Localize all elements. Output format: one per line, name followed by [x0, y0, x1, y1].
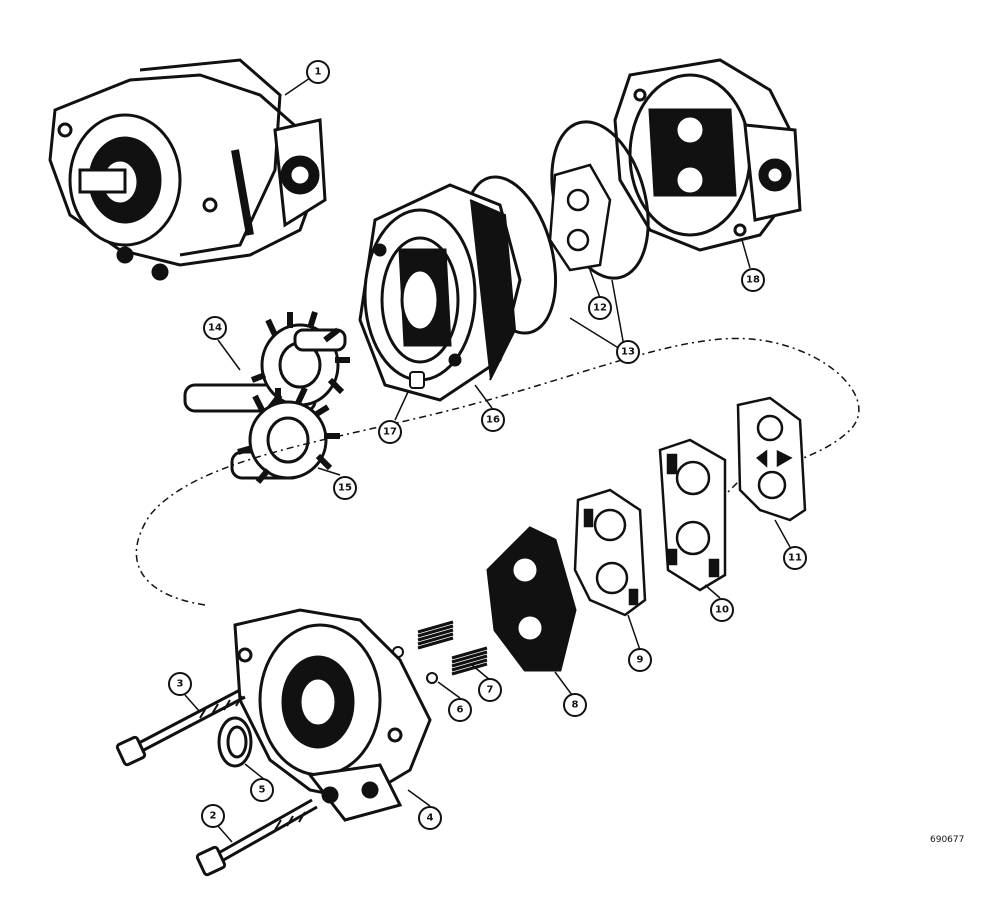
pump-cover [613, 58, 802, 252]
callout-circle [588, 296, 612, 320]
callout-number: 10 [715, 605, 729, 616]
callout-16: 16 [481, 408, 505, 432]
callout-circle [201, 804, 225, 828]
callout-number: 15 [338, 483, 352, 494]
pressure-plate-8 [486, 526, 577, 672]
callout-circle [250, 778, 274, 802]
callout-5: 5 [250, 778, 274, 802]
callout-17: 17 [378, 420, 402, 444]
callout-12: 12 [588, 296, 612, 320]
callout-circle [628, 648, 652, 672]
callout-3: 3 [168, 672, 192, 696]
callout-circle [333, 476, 357, 500]
dowel-pin [409, 371, 425, 389]
callout-circle [478, 678, 502, 702]
seal-plate-10 [658, 438, 727, 592]
leader-lines [184, 77, 791, 843]
callout-number: 6 [457, 705, 464, 716]
callout-number: 14 [208, 323, 222, 334]
callout-2: 2 [201, 804, 225, 828]
callout-number: 1 [315, 67, 322, 78]
callout-number: 7 [487, 685, 494, 696]
callout-number: 2 [210, 811, 217, 822]
callout-9: 9 [628, 648, 652, 672]
assembled-pump [48, 58, 327, 281]
callout-number: 18 [746, 275, 760, 286]
drive-gear [183, 311, 350, 413]
callout-4: 4 [418, 806, 442, 830]
callout-circle [448, 698, 472, 722]
callout-circle [168, 672, 192, 696]
callout-13: 13 [616, 340, 640, 364]
callout-number: 9 [637, 655, 644, 666]
callout-circle [783, 546, 807, 570]
callout-15: 15 [333, 476, 357, 500]
callout-7: 7 [478, 678, 502, 702]
callout-18: 18 [741, 268, 765, 292]
callout-number: 4 [427, 813, 434, 824]
shaft-seal [217, 716, 253, 768]
callout-number: 11 [788, 553, 802, 564]
callout-number: 8 [572, 700, 579, 711]
driven-gear [230, 386, 340, 484]
callout-circle [378, 420, 402, 444]
callout-11: 11 [783, 546, 807, 570]
callout-circle [563, 693, 587, 717]
bolt-3 [115, 688, 246, 767]
callout-circle [616, 340, 640, 364]
callout-circle [741, 268, 765, 292]
callout-circle [418, 806, 442, 830]
callout-14: 14 [203, 316, 227, 340]
bolt-2 [195, 798, 318, 877]
callout-number: 16 [486, 415, 500, 426]
callout-number: 17 [383, 427, 397, 438]
callout-circle [306, 60, 330, 84]
callout-8: 8 [563, 693, 587, 717]
backup-plate-9 [573, 488, 647, 617]
callout-circle [481, 408, 505, 432]
figure-reference: 690677 [930, 835, 964, 845]
callout-number: 12 [593, 303, 607, 314]
callout-circle [203, 316, 227, 340]
callout-number: 5 [259, 785, 266, 796]
gasket [548, 163, 612, 272]
callouts: 1 18 12 13 14 16 17 15 11 10 9 8 7 6 3 5… [168, 60, 807, 830]
callout-1: 1 [306, 60, 330, 84]
callout-number: 3 [177, 679, 184, 690]
callout-6: 6 [448, 698, 472, 722]
front-housing [233, 608, 432, 822]
wear-plate-11 [736, 396, 807, 522]
callout-number: 13 [621, 347, 635, 358]
callout-10: 10 [710, 598, 734, 622]
gear-housing [358, 183, 522, 402]
callout-circle [710, 598, 734, 622]
